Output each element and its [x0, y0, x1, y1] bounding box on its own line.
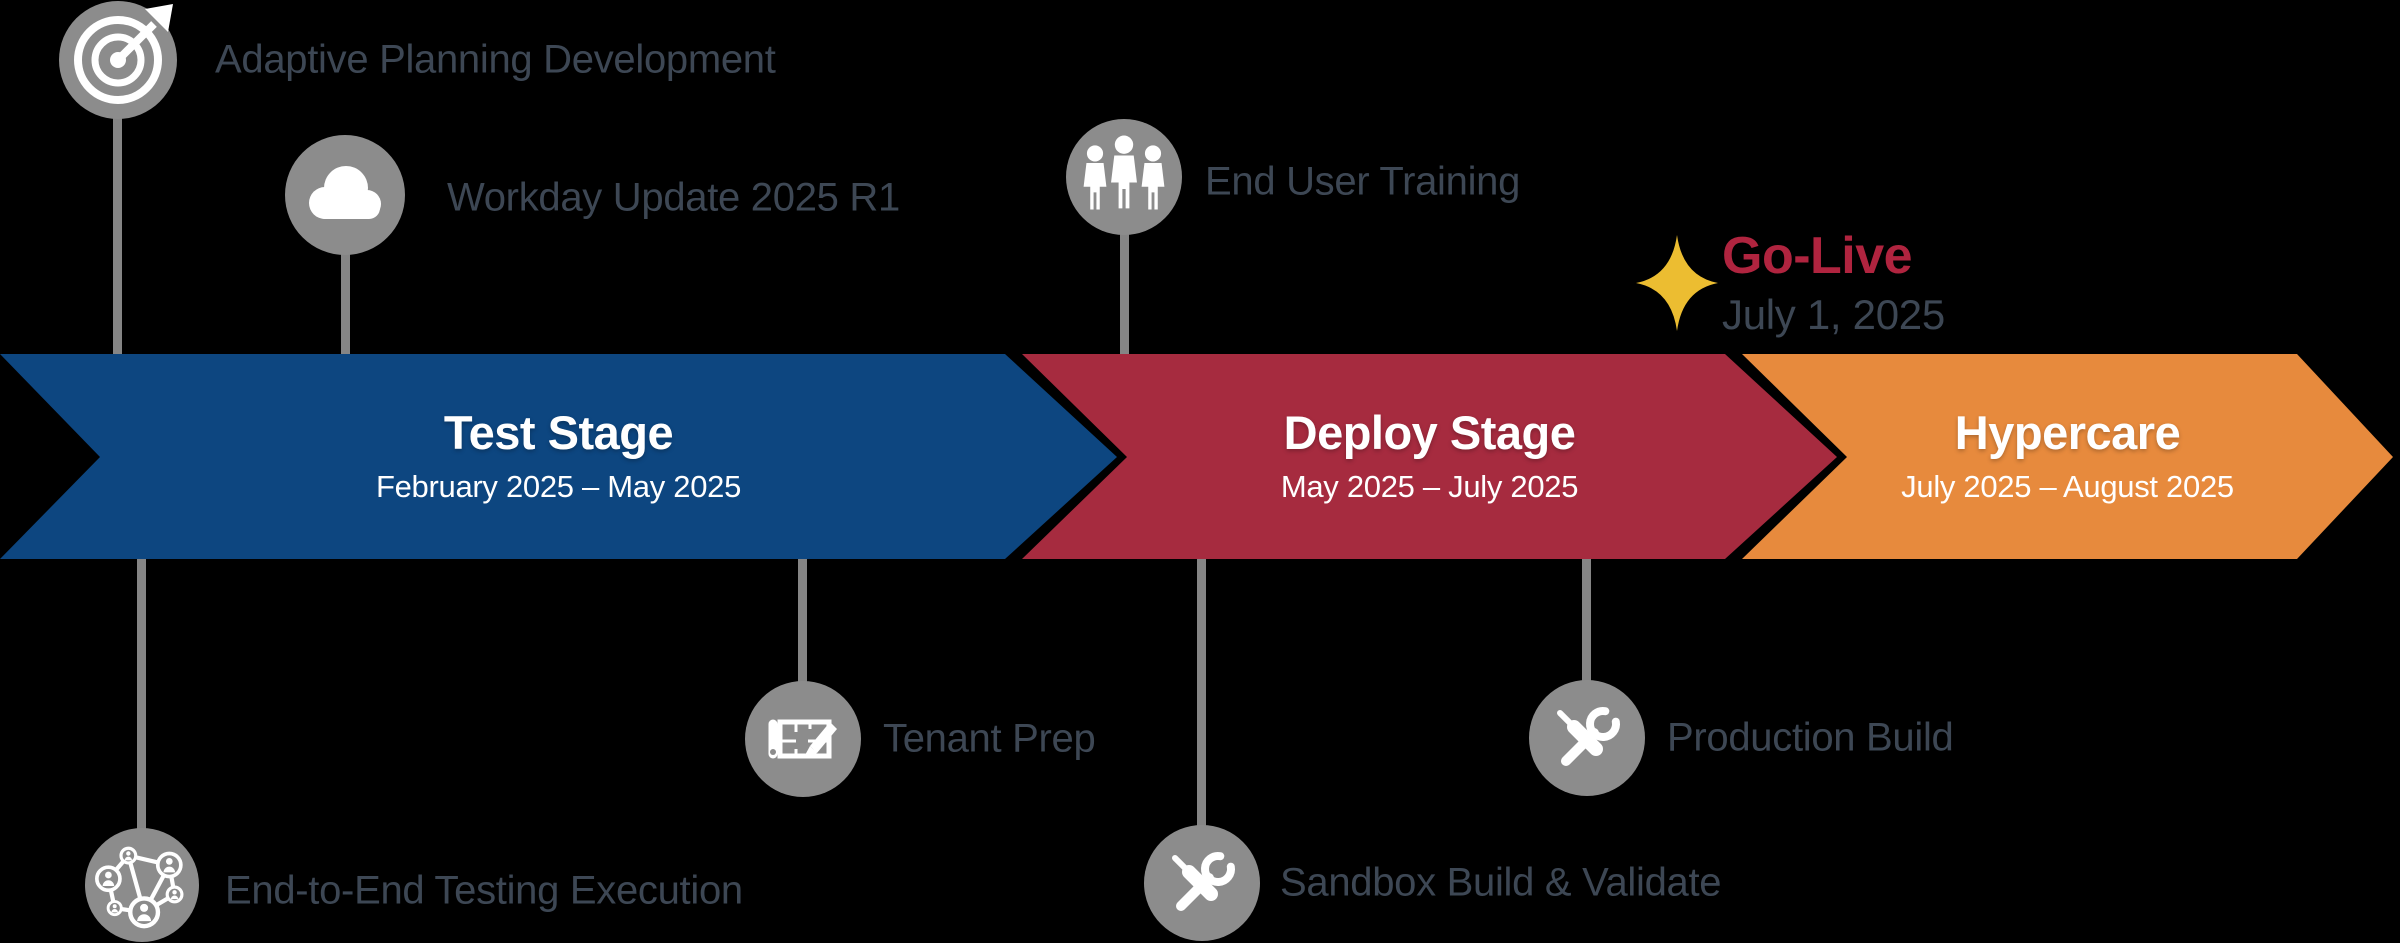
- golive-label: Go-Live: [1722, 227, 1913, 285]
- stage-arrow-test: [0, 354, 1117, 559]
- milestone-label-tenant-prep: Tenant Prep: [883, 716, 1096, 761]
- blueprint-icon: [768, 719, 837, 759]
- stage-arrow-hypercare: [1742, 354, 2393, 559]
- milestone-icons: [59, 1, 1645, 942]
- stem-adaptive-planning: [113, 60, 122, 360]
- target-icon: [74, 4, 173, 104]
- milestone-icon-adaptive-planning: [59, 1, 177, 119]
- milestone-icon-end-user-training: [1066, 119, 1182, 235]
- stem-workday-update: [341, 195, 350, 360]
- milestone-icon-workday-update: [285, 135, 405, 255]
- stem-sandbox-build: [1197, 553, 1206, 883]
- icon-circle: [745, 681, 861, 797]
- milestone-label-adaptive-planning: Adaptive Planning Development: [215, 37, 776, 82]
- network-icon: [95, 846, 184, 926]
- stem-end-to-end-testing: [137, 553, 146, 885]
- golive-date: July 1, 2025: [1722, 291, 1945, 338]
- stem-end-user-training: [1120, 177, 1129, 360]
- milestone-icon-end-to-end-testing: [85, 828, 199, 942]
- stage-arrow-deploy: [1022, 354, 1837, 559]
- milestone-icon-sandbox-build: [1144, 825, 1260, 941]
- milestone-icon-tenant-prep: [745, 681, 861, 797]
- star-icon: [1636, 235, 1718, 331]
- stage-arrows: [0, 354, 2393, 559]
- milestone-label-end-to-end-testing: End-to-End Testing Execution: [225, 868, 743, 913]
- stem-tenant-prep: [798, 553, 807, 739]
- connector-stems: [113, 60, 1591, 885]
- milestone-label-workday-update: Workday Update 2025 R1: [447, 175, 900, 220]
- stem-production-build: [1582, 553, 1591, 738]
- milestone-icon-production-build: [1529, 680, 1645, 796]
- cloud-icon: [309, 166, 381, 219]
- milestone-label-sandbox-build: Sandbox Build & Validate: [1280, 860, 1722, 905]
- milestone-label-end-user-training: End User Training: [1205, 159, 1521, 204]
- milestone-label-production-build: Production Build: [1667, 715, 1954, 760]
